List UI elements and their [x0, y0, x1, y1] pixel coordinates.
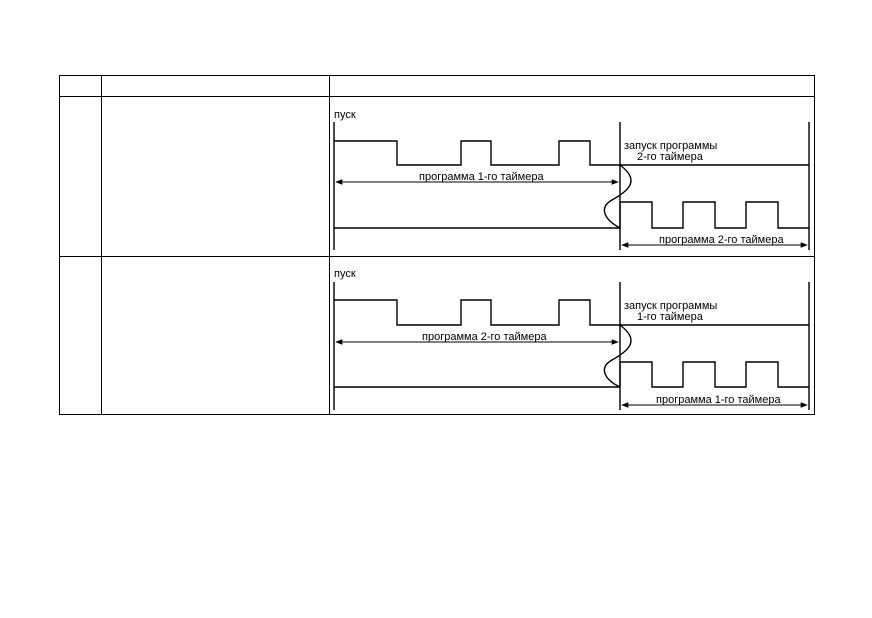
- table-grid: [59, 75, 815, 415]
- upper-span-label: программа 2-го таймера: [422, 331, 547, 343]
- lower-span-label: программа 2-го таймера: [659, 234, 784, 246]
- launch-label-line2: 2-го таймера: [637, 151, 704, 163]
- table-row: пуск запуск программы 1-го таймера прогр…: [333, 268, 810, 410]
- timer-waveform-lower: [334, 201, 809, 229]
- lower-span-label: программа 1-го таймера: [656, 394, 781, 406]
- start-label: пуск: [334, 109, 356, 121]
- timer-waveform-upper: [334, 299, 809, 326]
- transition-connector: [603, 164, 632, 229]
- launch-label-line2: 1-го таймера: [637, 311, 704, 323]
- upper-span-label: программа 1-го таймера: [419, 171, 544, 183]
- timer-waveform-lower: [334, 361, 809, 388]
- table-row: пуск запуск программы 2-го таймера прогр…: [333, 109, 810, 250]
- timing-diagram-2: пуск запуск программы 1-го таймера прогр…: [333, 268, 810, 410]
- transition-connector: [603, 324, 632, 388]
- launch-label-line1: запуск программы: [624, 300, 717, 312]
- start-label: пуск: [334, 268, 356, 280]
- timing-diagram-1: пуск запуск программы 2-го таймера прогр…: [333, 109, 810, 250]
- timer-waveform-upper: [334, 140, 809, 166]
- launch-label-line1: запуск программы: [624, 140, 717, 152]
